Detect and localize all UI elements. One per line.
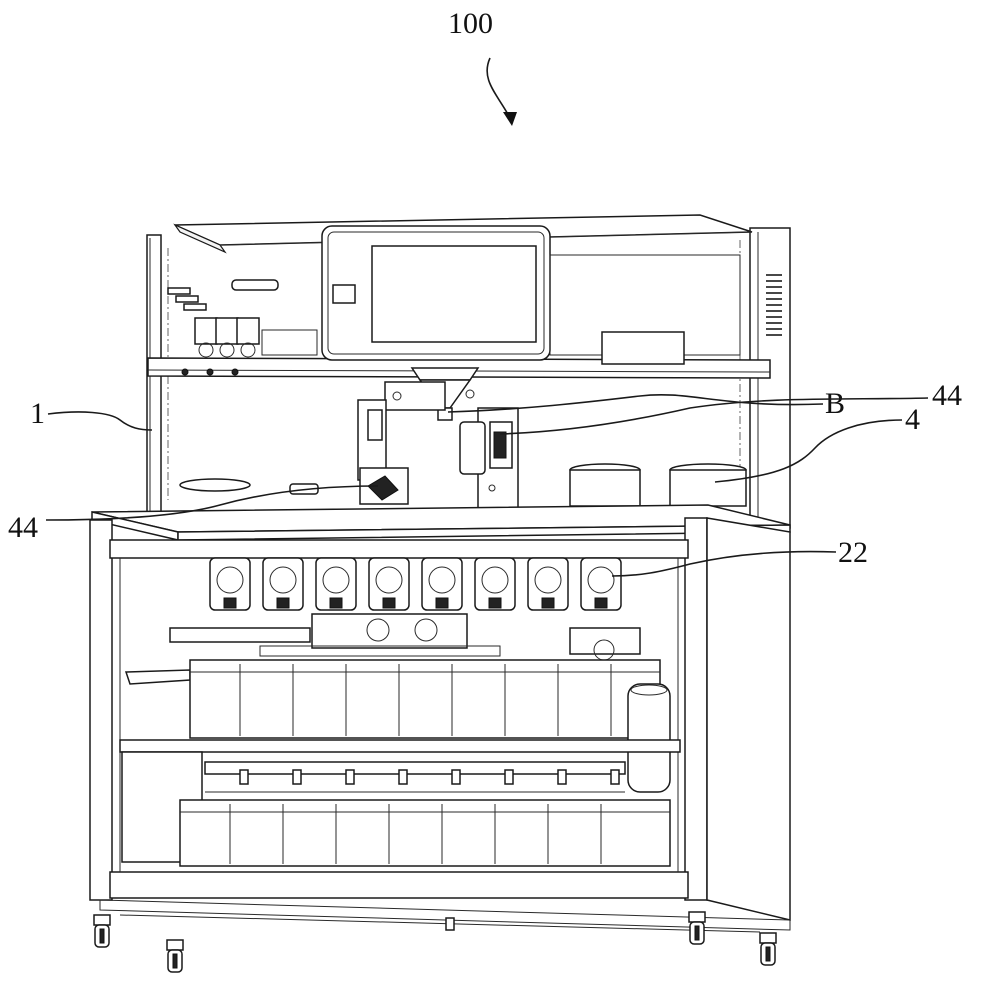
pump — [315, 557, 357, 611]
solenoid-valves — [167, 279, 318, 376]
caster-wheels — [93, 911, 777, 973]
label-44-right-leader — [499, 397, 929, 435]
pump-row-22 — [209, 557, 622, 611]
pump — [262, 557, 304, 611]
pump — [580, 557, 622, 611]
pump — [368, 557, 410, 611]
caster — [759, 932, 777, 966]
caster — [688, 911, 706, 945]
caster — [166, 939, 184, 973]
pump — [421, 557, 463, 611]
touch-screen — [321, 225, 741, 365]
label-22-leader — [611, 550, 837, 577]
label-1-leader — [47, 411, 153, 431]
label-4-leader — [714, 419, 903, 483]
nozzle-rail — [119, 739, 681, 863]
mixing-module — [169, 613, 641, 661]
label-44-left: 44 — [8, 511, 38, 544]
label-100-leader — [486, 57, 511, 119]
cylinder-tank — [627, 683, 671, 793]
container-row-upper — [124, 659, 661, 739]
label-4: 4 — [905, 403, 920, 436]
pump — [527, 557, 569, 611]
pump — [474, 557, 516, 611]
label-b: B — [825, 387, 845, 420]
label-100-arrowhead — [503, 112, 517, 126]
container-row-lower — [179, 799, 671, 867]
caster — [93, 914, 111, 948]
funnel-detail-b — [384, 367, 480, 421]
label-22: 22 — [838, 536, 868, 569]
dispensing-column — [289, 399, 519, 509]
label-44-right: 44 — [932, 379, 962, 412]
pump — [209, 557, 251, 611]
label-1: 1 — [30, 397, 45, 430]
label-100: 100 — [448, 7, 493, 40]
lower-cabinet — [89, 517, 791, 933]
label-44-left-leader — [45, 485, 379, 521]
